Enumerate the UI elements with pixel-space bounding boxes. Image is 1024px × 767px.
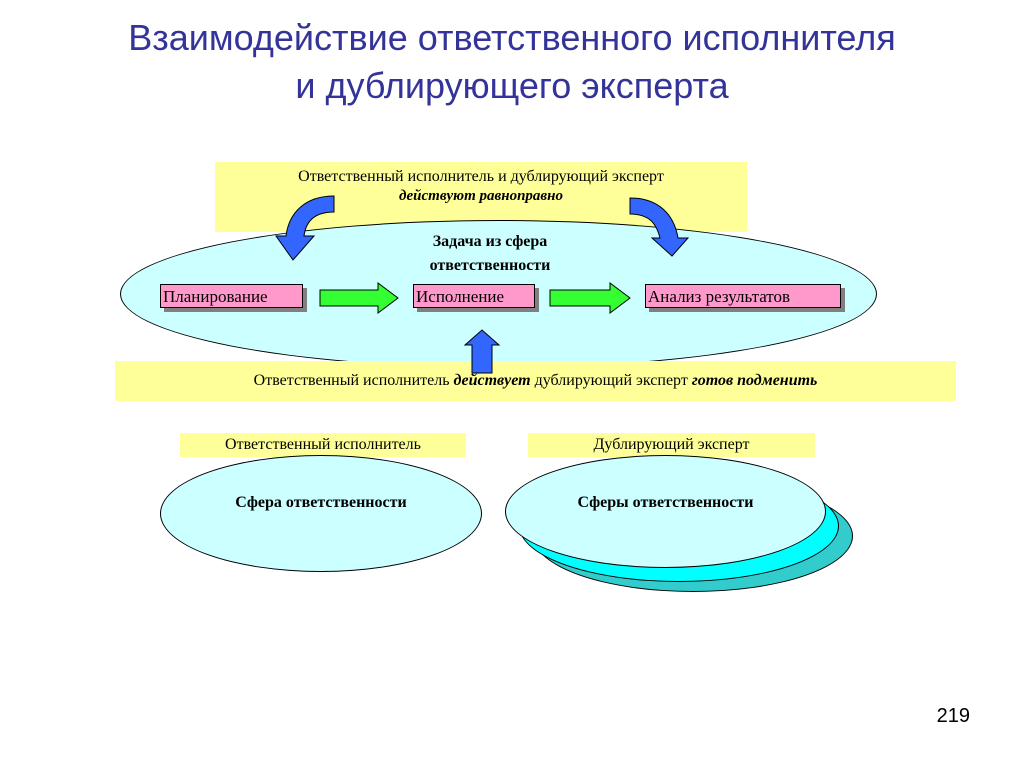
right-role-label: Дублирующий эксперт	[528, 433, 815, 457]
title-line-2: и дублирующего эксперта	[295, 65, 729, 106]
left-sphere-text: Сфера ответственности	[235, 494, 407, 511]
middle-note-part-2: действует	[453, 372, 531, 389]
stage-planning: Планирование	[160, 284, 303, 308]
blue-curved-arrow-right	[629, 197, 690, 257]
left-role-label: Ответственный исполнитель	[180, 433, 466, 457]
green-arrow-1	[319, 282, 399, 314]
right-sphere-text: Сферы ответственности	[577, 494, 754, 511]
top-note-line-1: Ответственный исполнитель и дублирующий …	[298, 168, 664, 185]
slide-title: Взаимодействие ответственного исполнител…	[0, 14, 1024, 110]
blue-up-arrow	[463, 329, 501, 374]
task-ellipse-label-line-1: Задача из сфера	[432, 233, 548, 250]
middle-note-part-4: готов подменить	[691, 372, 818, 389]
middle-note-part-3: дублирующий эксперт	[530, 372, 692, 389]
stage-execution: Исполнение	[413, 284, 535, 308]
blue-curved-arrow-left	[275, 195, 335, 261]
right-sphere-ellipse	[505, 455, 826, 568]
middle-note-box: Ответственный исполнитель действует дубл…	[115, 361, 956, 401]
top-note-line-2: действуют равноправно	[399, 188, 563, 204]
title-line-1: Взаимодействие ответственного исполнител…	[128, 17, 896, 58]
left-sphere-ellipse	[160, 455, 482, 572]
slide-number: 219	[936, 705, 970, 727]
stage-analysis: Анализ результатов	[645, 284, 841, 308]
middle-note-part-1: Ответственный исполнитель	[253, 372, 454, 389]
task-ellipse-label-line-2: ответственности	[429, 257, 551, 274]
green-arrow-2	[549, 282, 631, 314]
task-ellipse-label: Задача из сфера ответственности	[380, 230, 600, 278]
